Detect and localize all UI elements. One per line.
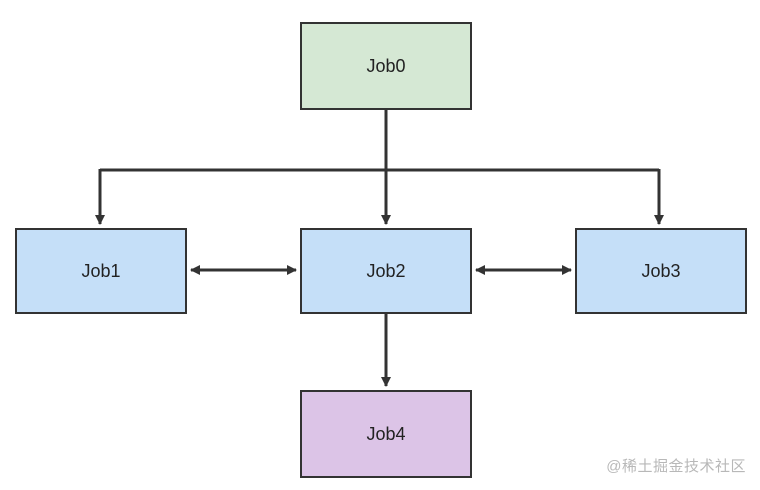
job4-label: Job4 [366,423,406,444]
job1-label: Job1 [81,260,121,281]
watermark-text: @稀土掘金技术社区 [606,458,746,475]
job2-label: Job2 [366,260,406,281]
job1-node: Job1 [15,228,187,314]
job0-label: Job0 [366,55,406,76]
job3-label: Job3 [641,260,681,281]
job0-node: Job0 [300,22,472,110]
job3-node: Job3 [575,228,747,314]
job4-node: Job4 [300,390,472,478]
job2-node: Job2 [300,228,472,314]
